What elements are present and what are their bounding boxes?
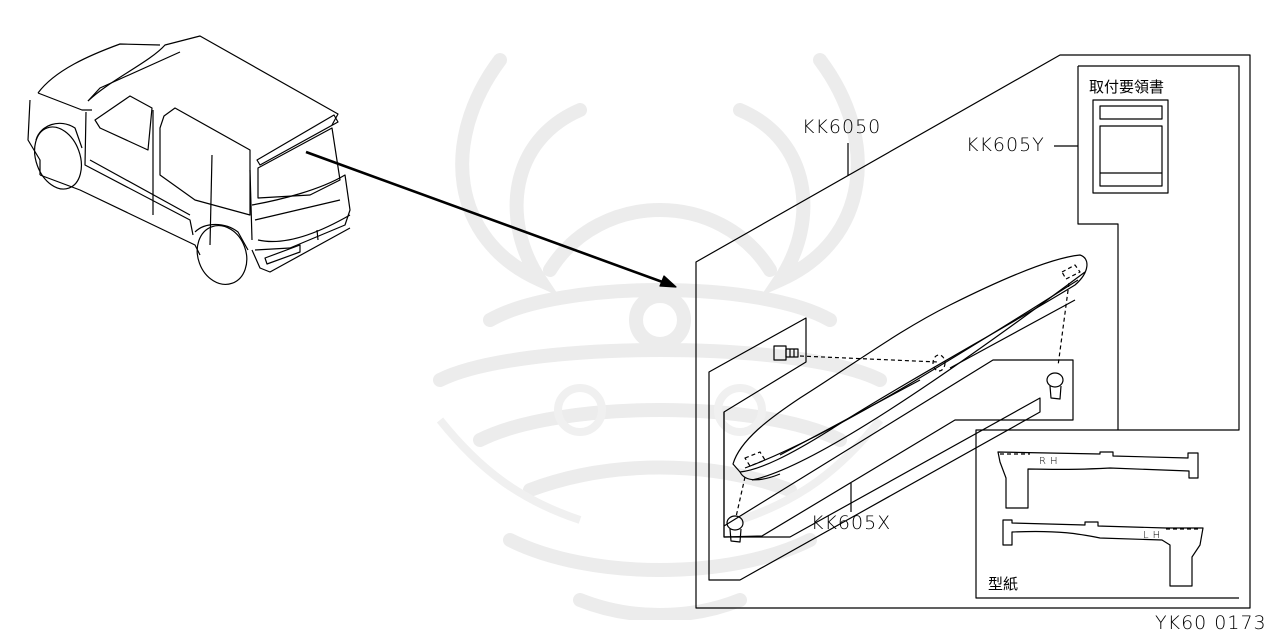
spoiler [732,254,1088,481]
template-label: 型紙 [988,575,1019,593]
assembly-outline [695,54,1251,609]
template-rh-label: RH [1039,456,1062,467]
instructions-panel [975,65,1240,599]
callout-assembly: KK6050 [802,116,882,138]
template-lh-icon [1002,519,1204,587]
template-rh-icon [997,451,1199,509]
document-icon [1092,99,1169,194]
instructions-label: 取付要領書 [1089,78,1165,96]
arrow-icon [305,150,677,288]
bolt-icon [773,345,799,361]
vehicle-rear-view-icon [27,35,351,285]
figure-id: YK60 0173 [1155,612,1267,634]
template-lh-label: LH [1143,530,1165,541]
callout-instructions-kit: KK605Y [966,134,1045,156]
callout-spoiler: KK605X [811,512,892,534]
samurai-helmet-watermark-icon [433,53,887,620]
clip-icon [726,372,1064,543]
